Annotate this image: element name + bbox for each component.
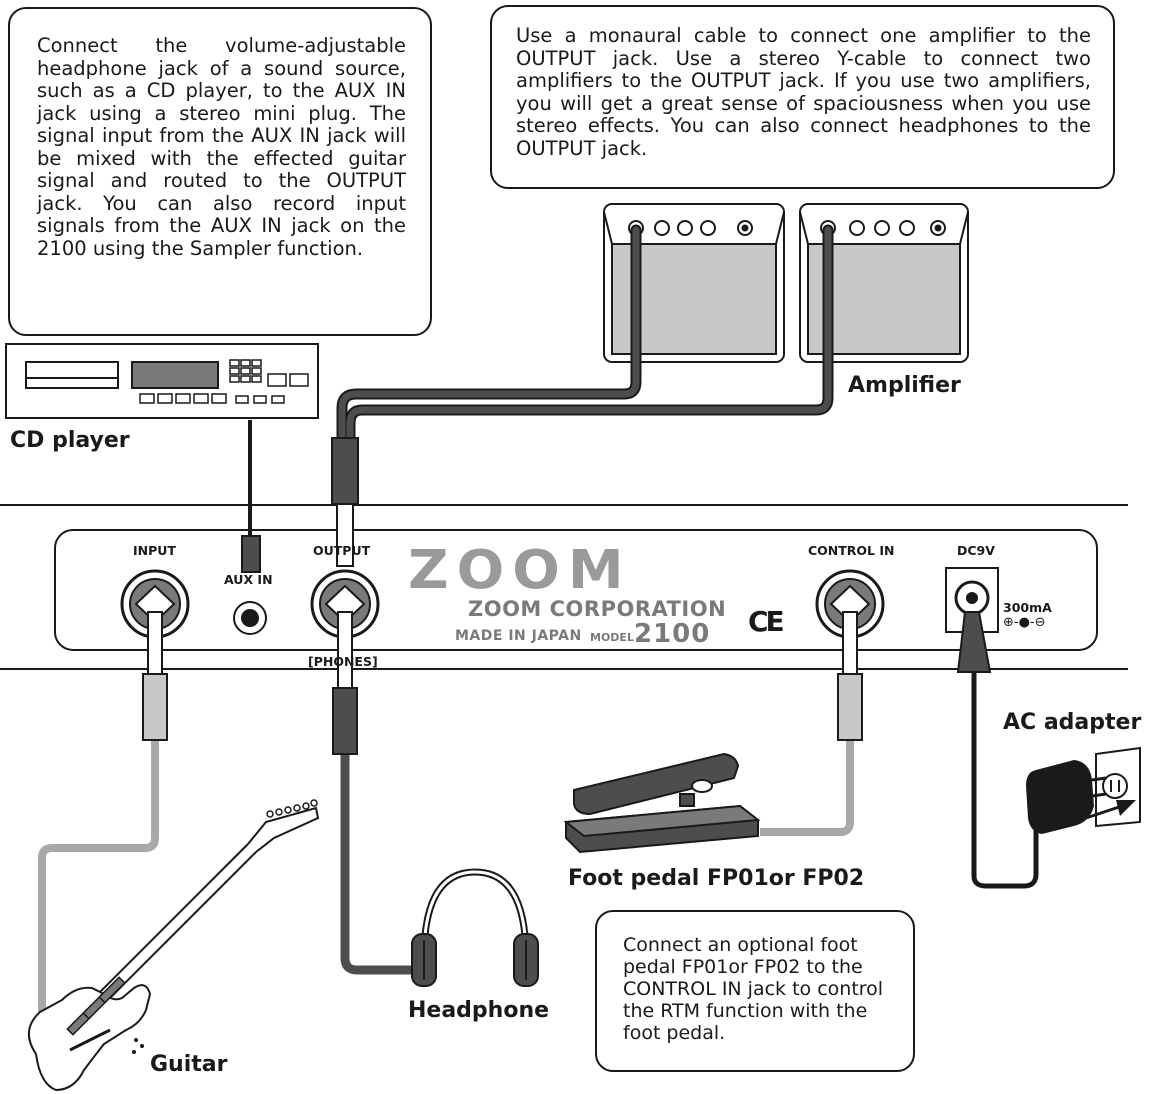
headphones (411, 868, 539, 987)
dc-current-value: 300mA (1003, 600, 1052, 615)
output-callout-text: Use a monaural cable to connect one ampl… (516, 24, 1091, 160)
output-y-cable (336, 224, 834, 458)
dc-cable (971, 672, 1039, 889)
output-plug-sleeve-top (336, 503, 354, 567)
headphone-label: Headphone (408, 998, 550, 1023)
aux-in-jack-label: AUX IN (224, 572, 273, 587)
ac-adapter-label: AC adapter (1003, 710, 1142, 735)
brand-model-number: 2100 (634, 619, 711, 649)
control-cable (760, 740, 854, 836)
phones-jack-label: [PHONES] (308, 654, 378, 669)
aux-in-jack (233, 601, 267, 635)
brand-model-label: MODEL (590, 631, 634, 644)
headphone-cable (340, 752, 420, 975)
dc-current-label: 300mA ⊕-●-⊖ (1003, 600, 1052, 630)
amplifier-label: Amplifier (848, 373, 961, 398)
zoom-logo: ZOOM (408, 539, 632, 602)
cd-player-label: CD player (10, 428, 130, 453)
control-in-jack-label: CONTROL IN (808, 543, 895, 558)
brand-made-in: MADE IN JAPAN (455, 628, 582, 644)
foot-pedal-label: Foot pedal FP01or FP02 (568, 866, 865, 891)
guitar-cable (38, 740, 159, 1034)
output-plug-top (331, 437, 359, 505)
control-plug (837, 673, 863, 741)
brand-corporation: ZOOM CORPORATION (468, 597, 727, 621)
output-callout: Use a monaural cable to connect one ampl… (490, 5, 1115, 189)
control-in-callout-text: Connect an optional foot pedal FP01or FP… (623, 934, 884, 1044)
headphone-plug (332, 687, 358, 755)
guitar-label: Guitar (150, 1052, 228, 1077)
output-plug-sleeve-bottom (337, 611, 353, 689)
ce-mark: CE (748, 605, 785, 638)
aux-in-callout-text: Connect the volume-adjustable headphone … (37, 34, 406, 260)
control-plug-sleeve (842, 611, 858, 675)
input-plug-sleeve (147, 611, 163, 675)
dc-polarity-symbol: ⊕-●-⊖ (1003, 615, 1046, 630)
dc-plug-tip (956, 611, 992, 673)
guitar (28, 799, 320, 1092)
output-jack (310, 569, 380, 639)
foot-pedal (563, 752, 761, 854)
control-in-callout: Connect an optional foot pedal FP01or FP… (595, 910, 915, 1072)
ac-adapter (1026, 746, 1141, 834)
cd-player (5, 343, 319, 419)
guitar-plug (142, 673, 168, 741)
aux-in-callout: Connect the volume-adjustable headphone … (8, 7, 432, 336)
amplifier-left (603, 203, 785, 363)
input-jack-label: INPUT (133, 543, 176, 558)
dc-jack-label: DC9V (957, 543, 995, 558)
aux-plug (241, 535, 261, 573)
output-jack-label: OUTPUT (313, 543, 371, 558)
